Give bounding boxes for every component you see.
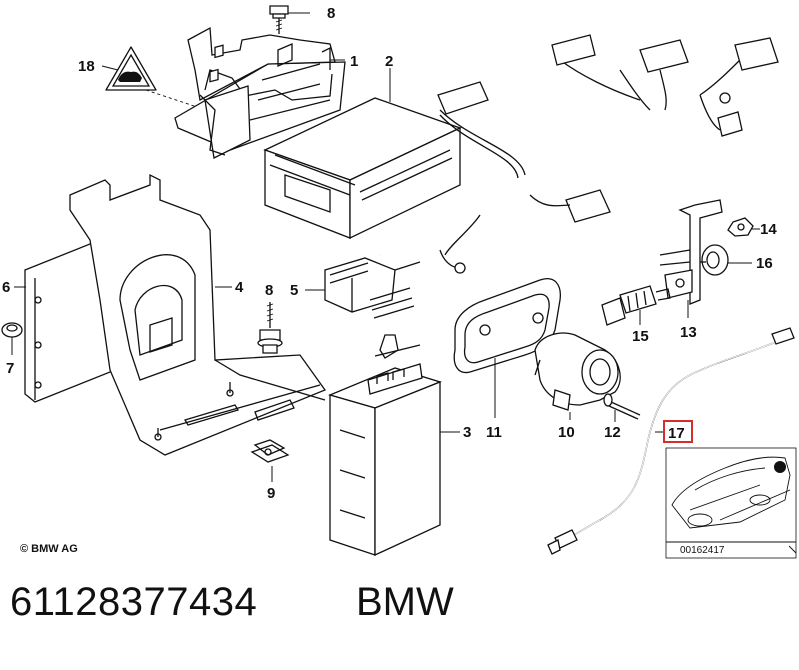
part-14-clip <box>727 217 760 237</box>
callout-1: 1 <box>350 53 358 70</box>
part-number: 61128377434 <box>10 580 258 624</box>
callout-18: 18 <box>78 58 95 75</box>
callout-17-highlight-box <box>663 420 693 443</box>
callout-15: 15 <box>632 328 649 345</box>
callout-11: 11 <box>486 424 502 441</box>
callout-4: 4 <box>235 279 244 296</box>
part-4-main-bracket <box>69 173 327 456</box>
part-5-connector <box>305 257 421 319</box>
part-10-sensor-housing <box>534 332 621 420</box>
part-1-bracket <box>174 26 346 159</box>
callout-8-top: 8 <box>327 5 335 22</box>
callout-13: 13 <box>680 324 697 341</box>
callout-5: 5 <box>290 282 298 299</box>
callout-8-middle: 8 <box>265 282 273 299</box>
inset-vehicle-location <box>665 447 797 559</box>
callout-17: 17 <box>668 425 685 442</box>
callout-3: 3 <box>463 424 471 441</box>
callout-12: 12 <box>604 424 621 441</box>
callout-9: 9 <box>267 485 275 502</box>
callout-14: 14 <box>760 221 777 238</box>
callout-16: 16 <box>756 255 773 272</box>
part-16-grommet <box>700 244 752 276</box>
inset-diagram-code: 00162417 <box>680 545 725 556</box>
callout-7: 7 <box>6 360 14 377</box>
part-2-navigation-computer <box>263 68 462 240</box>
part-13-bracket <box>659 199 723 318</box>
copyright-label: © BMW AG <box>20 543 78 555</box>
wiring-harness <box>379 34 779 274</box>
part-17-sensor-cable <box>547 327 795 555</box>
callout-2: 2 <box>385 53 393 70</box>
brand-name: BMW <box>356 580 454 624</box>
part-8-screw-top <box>269 5 310 34</box>
part-18-warning-label <box>101 46 201 109</box>
callout-6: 6 <box>2 279 10 296</box>
part-12-pin <box>603 393 641 422</box>
part-11-cover-pad <box>453 278 561 418</box>
callout-labels: 1 2 3 4 5 6 7 8 8 9 10 11 12 13 14 15 16… <box>2 5 777 502</box>
part-3-control-unit <box>328 334 460 557</box>
part-8-bolt-middle <box>257 302 283 354</box>
part-15-sensor <box>601 285 671 326</box>
part-9-clip-nut <box>250 439 290 482</box>
part-7-grommet <box>1 322 23 355</box>
callout-10: 10 <box>558 424 575 441</box>
